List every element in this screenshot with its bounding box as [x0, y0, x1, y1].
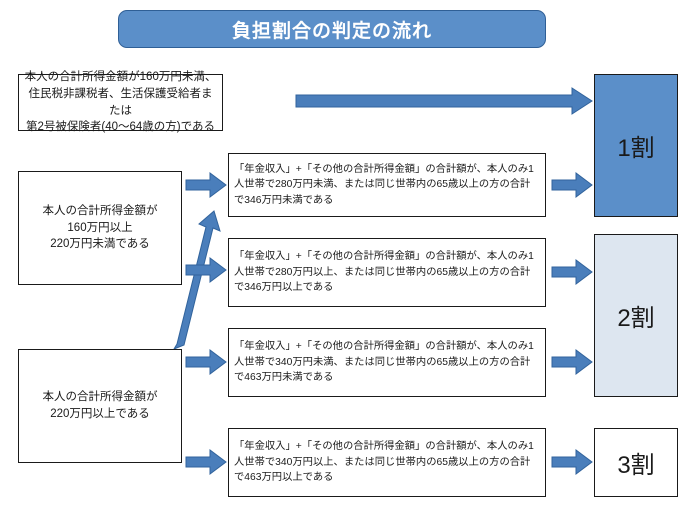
- condition-box-income-over-220: 本人の合計所得金額が 220万円以上である: [18, 349, 182, 463]
- income-condition-box-1: 「年金収入」+「その他の合計所得金額」の合計額が、本人のみ1人世帯で280万円未…: [228, 153, 546, 217]
- page-title: 負担割合の判定の流れ: [231, 20, 432, 42]
- income-condition-box-3: 「年金収入」+「その他の合計所得金額」の合計額が、本人のみ1人世帯で340万円未…: [228, 328, 546, 397]
- arrow-cond2-to-2wari: [551, 259, 593, 285]
- condition-line: 本人の合計所得金額が160万円未満、: [24, 71, 217, 84]
- result-box-2wari: 2割: [594, 234, 678, 397]
- result-box-3wari: 3割: [594, 428, 678, 497]
- income-condition-text: 「年金収入」+「その他の合計所得金額」の合計額が、本人のみ1人世帯で340万円未…: [234, 341, 534, 384]
- condition-line: 第2号被保険者(40〜64歳の方)である: [25, 121, 216, 134]
- condition-box-text: 本人の合計所得金額が 220万円以上である: [19, 389, 181, 422]
- income-condition-box-4: 「年金収入」+「その他の合計所得金額」の合計額が、本人のみ1人世帯で340万円以…: [228, 428, 546, 497]
- result-box-1wari: 1割: [594, 74, 678, 217]
- arrow-160to220-to-cond1: [185, 172, 227, 198]
- arrow-160to220-to-cond2: [185, 257, 227, 283]
- condition-line: 220万円以上である: [50, 408, 150, 420]
- arrow-cond3-to-2wari: [551, 349, 593, 375]
- condition-box-income-160-to-220: 本人の合計所得金額が 160万円以上 220万円未満である: [18, 171, 182, 285]
- arrow-to-1wari-direct: [295, 87, 593, 115]
- income-condition-box-2: 「年金収入」+「その他の合計所得金額」の合計額が、本人のみ1人世帯で280万円以…: [228, 238, 546, 307]
- diagram-title-banner: 負担割合の判定の流れ: [118, 10, 546, 48]
- result-label: 1割: [617, 135, 655, 162]
- condition-box-text: 本人の合計所得金額が160万円未満、 住民税非課税者、生活保護受給者または 第2…: [19, 69, 222, 136]
- condition-line: 160万円以上: [67, 221, 133, 234]
- arrow-cond4-to-3wari: [551, 449, 593, 475]
- income-condition-text: 「年金収入」+「その他の合計所得金額」の合計額が、本人のみ1人世帯で340万円以…: [234, 441, 534, 484]
- result-label: 2割: [617, 305, 655, 332]
- condition-line: 本人の合計所得金額が: [42, 204, 158, 217]
- condition-line: 220万円未満である: [50, 238, 150, 251]
- income-condition-text: 「年金収入」+「その他の合計所得金額」の合計額が、本人のみ1人世帯で280万円以…: [234, 251, 534, 294]
- condition-box-income-under-160: 本人の合計所得金額が160万円未満、 住民税非課税者、生活保護受給者または 第2…: [18, 71, 223, 133]
- condition-box-text: 本人の合計所得金額が 160万円以上 220万円未満である: [19, 203, 181, 253]
- condition-line: 住民税非課税者、生活保護受給者または: [28, 87, 213, 117]
- income-condition-text: 「年金収入」+「その他の合計所得金額」の合計額が、本人のみ1人世帯で280万円未…: [234, 163, 534, 206]
- arrow-cond1-to-1wari: [551, 172, 593, 198]
- arrow-over220-to-cond3: [185, 349, 227, 375]
- condition-line: 本人の合計所得金額が: [42, 391, 158, 404]
- result-label: 3割: [617, 452, 655, 479]
- arrow-over220-to-cond4: [185, 449, 227, 475]
